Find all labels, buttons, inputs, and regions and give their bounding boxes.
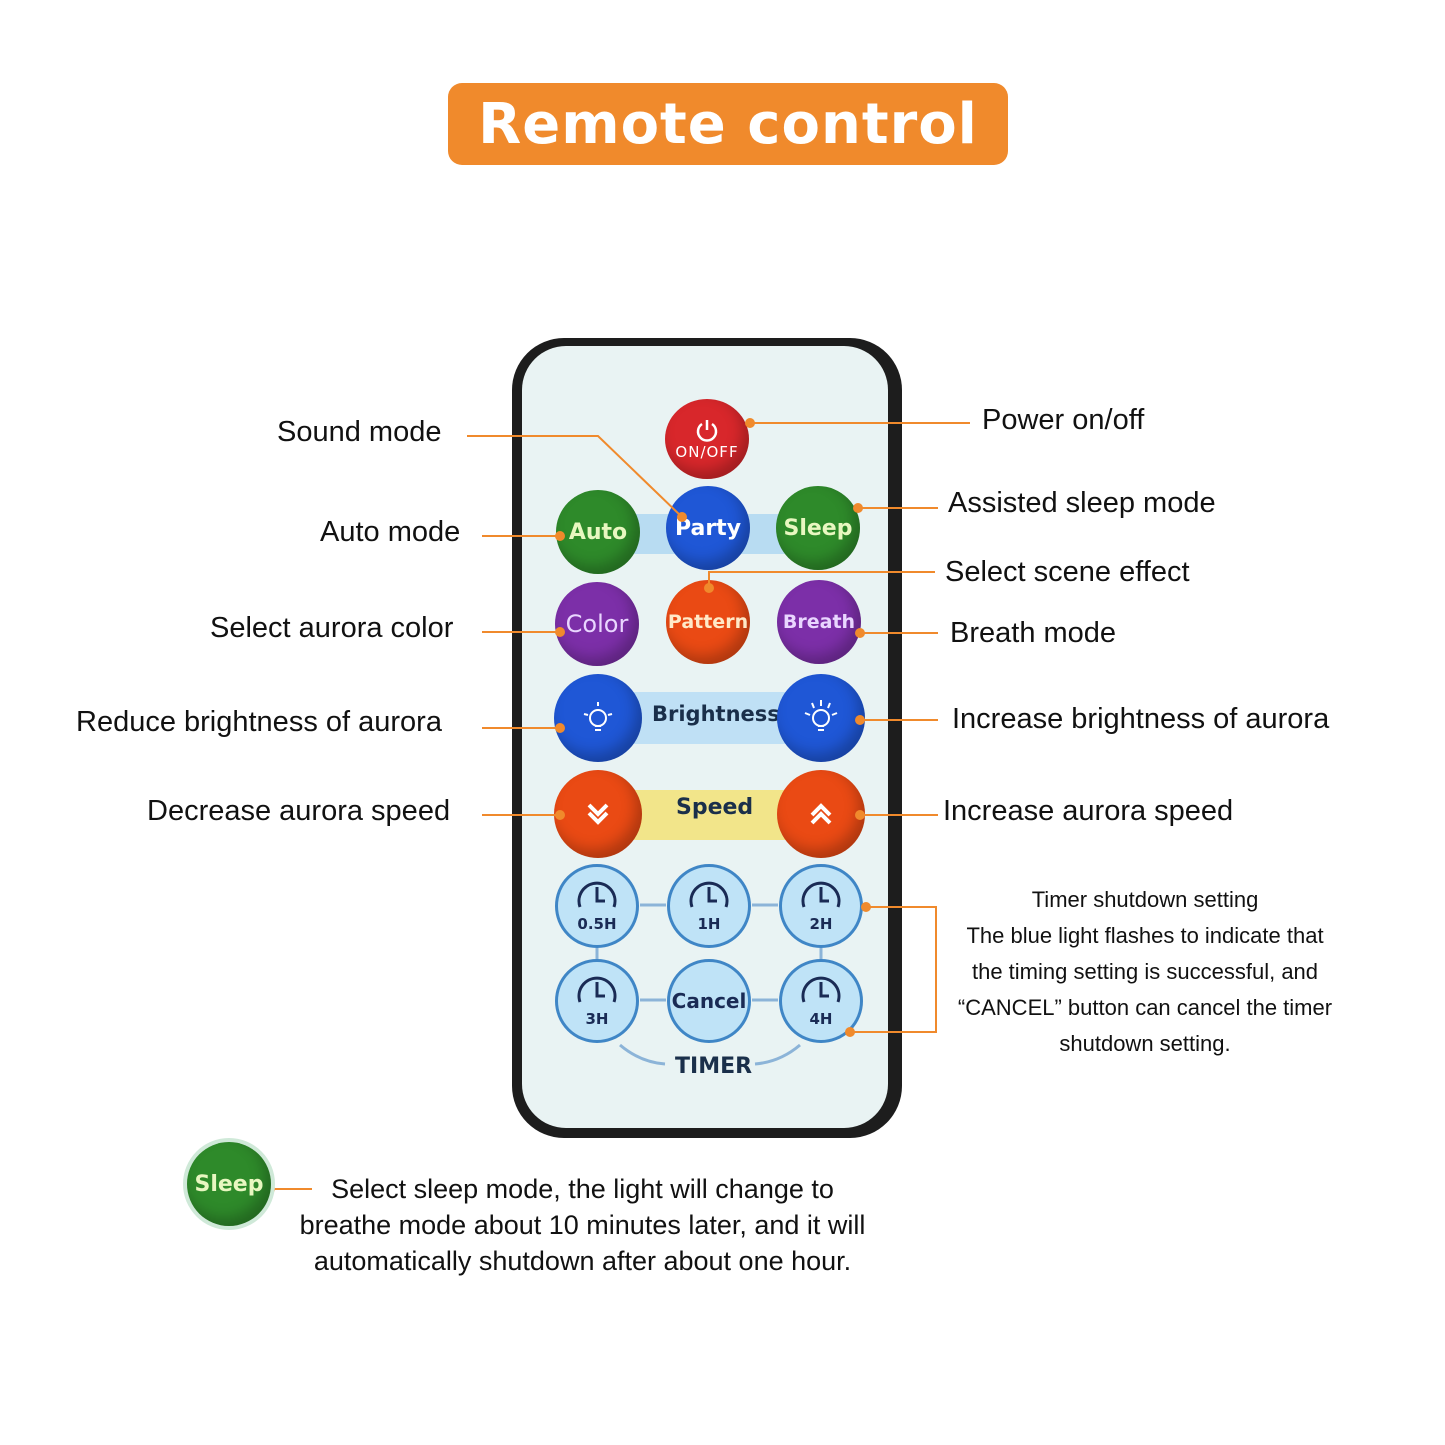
- timer-note-line-5: shutdown setting.: [1059, 1031, 1231, 1056]
- bulb-icon: [804, 700, 838, 731]
- page-title: Remote control: [478, 91, 978, 157]
- timer-1h-label: 1H: [697, 915, 721, 933]
- brightness-band-label: Brightness: [652, 702, 780, 726]
- auto-button[interactable]: Auto: [556, 490, 640, 574]
- annotation-sound-mode: Sound mode: [277, 416, 442, 448]
- party-button[interactable]: Party: [666, 486, 750, 570]
- timer-0-5h-label: 0.5H: [577, 915, 617, 933]
- timer-3h-label: 3H: [585, 1010, 609, 1028]
- bulb-icon: [583, 702, 613, 731]
- pattern-button[interactable]: Pattern: [666, 580, 750, 664]
- title-banner: Remote control: [448, 83, 1008, 165]
- clock-icon: [801, 976, 841, 1003]
- breath-label: Breath: [782, 611, 856, 633]
- clock-icon: [577, 881, 617, 908]
- timer-note-line-3: the timing setting is successful, and: [971, 959, 1319, 984]
- brightness-down-button[interactable]: [554, 674, 642, 762]
- timer-cancel-button[interactable]: Cancel: [667, 959, 751, 1043]
- annotation-decrease-speed: Decrease aurora speed: [147, 795, 451, 827]
- sleep-legend-line-3: automatically shutdown after about one h…: [313, 1246, 852, 1276]
- timer-1h-button[interactable]: 1H: [667, 864, 751, 948]
- speed-band-label: Speed: [676, 795, 754, 820]
- timer-2h-label: 2H: [809, 915, 833, 933]
- annotation-breath-mode: Breath mode: [950, 617, 1117, 649]
- annotation-select-scene: Select scene effect: [945, 556, 1190, 588]
- color-button[interactable]: Color: [555, 582, 639, 666]
- cancel-label: Cancel: [671, 989, 747, 1013]
- annotation-increase-brightness: Increase brightness of aurora: [952, 703, 1330, 735]
- chevron-down-icon: [587, 803, 609, 825]
- sleep-label: Sleep: [783, 515, 853, 541]
- annotation-reduce-brightness: Reduce brightness of aurora: [76, 706, 442, 738]
- speed-down-button[interactable]: [554, 770, 642, 858]
- annotation-increase-speed: Increase aurora speed: [943, 795, 1234, 827]
- clock-icon: [577, 976, 617, 1003]
- sleep-legend-label: Sleep: [194, 1171, 264, 1197]
- annotation-power: Power on/off: [982, 404, 1145, 436]
- auto-label: Auto: [568, 519, 628, 545]
- pattern-label: Pattern: [667, 611, 749, 633]
- clock-icon: [801, 881, 841, 908]
- chevron-up-icon: [810, 803, 832, 825]
- timer-2h-button[interactable]: 2H: [779, 864, 863, 948]
- sleep-legend-line-1: Select sleep mode, the light will change…: [331, 1174, 834, 1204]
- timer-4h-label: 4H: [809, 1010, 833, 1028]
- clock-icon: [689, 881, 729, 908]
- annotation-assisted-sleep: Assisted sleep mode: [948, 487, 1216, 519]
- timer-note-line-1: Timer shutdown setting: [1031, 887, 1259, 912]
- power-icon: [696, 420, 718, 442]
- color-label: Color: [565, 610, 629, 638]
- timer-0-5h-button[interactable]: 0.5H: [555, 864, 639, 948]
- timer-note-line-4: “CANCEL” button can cancel the timer: [957, 995, 1333, 1020]
- sleep-legend-text: Select sleep mode, the light will change…: [270, 1171, 895, 1279]
- power-label: ON/OFF: [675, 443, 739, 461]
- power-button[interactable]: ON/OFF: [665, 399, 749, 479]
- timer-3h-button[interactable]: 3H: [555, 959, 639, 1043]
- speed-up-button[interactable]: [777, 770, 865, 858]
- timer-note-line-2: The blue light flashes to indicate that: [966, 923, 1324, 948]
- breath-button[interactable]: Breath: [777, 580, 861, 664]
- party-label: Party: [674, 515, 742, 541]
- timer-4h-button[interactable]: 4H: [779, 959, 863, 1043]
- sleep-button[interactable]: Sleep: [776, 486, 860, 570]
- timer-band-label: TIMER: [675, 1054, 753, 1079]
- sleep-legend-button: Sleep: [187, 1142, 271, 1226]
- sleep-legend-line-2: breathe mode about 10 minutes later, and…: [299, 1210, 866, 1240]
- annotation-auto-mode: Auto mode: [320, 516, 461, 548]
- annotation-select-aurora-color: Select aurora color: [210, 612, 454, 644]
- brightness-up-button[interactable]: [777, 674, 865, 762]
- timer-note: Timer shutdown setting The blue light fl…: [940, 882, 1350, 1062]
